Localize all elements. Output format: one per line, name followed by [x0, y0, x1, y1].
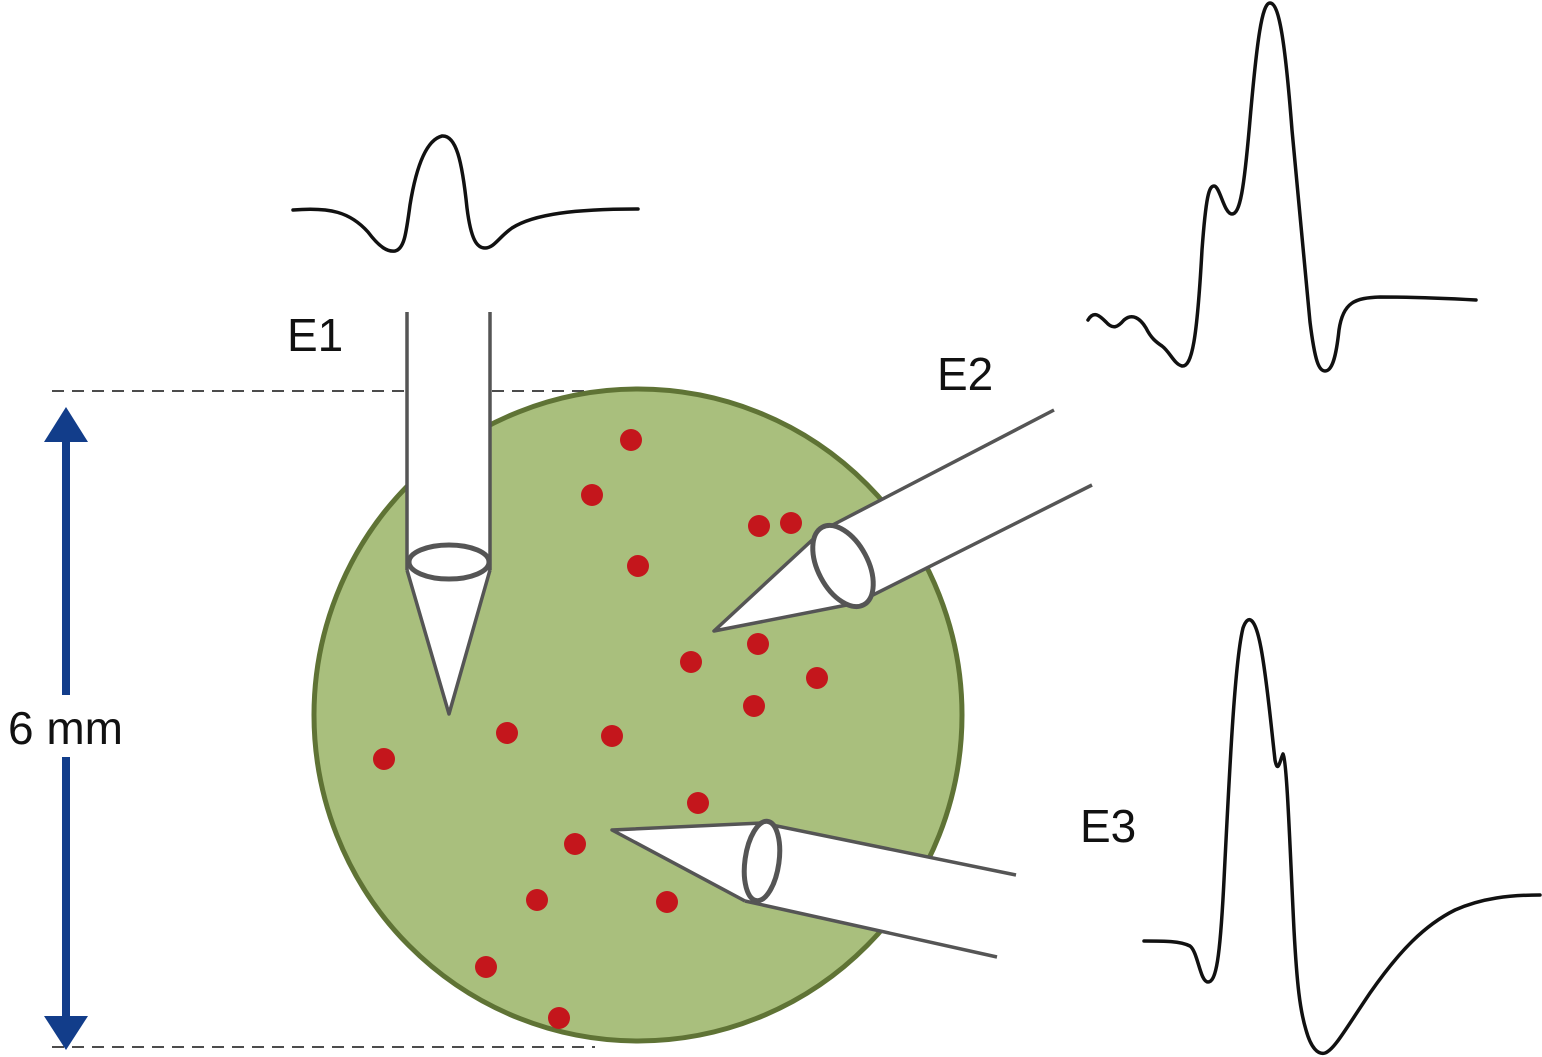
electrode-e2	[712, 408, 1093, 633]
electrode-e1	[405, 312, 492, 716]
neuron-dot	[620, 429, 642, 451]
neuron-dot	[581, 484, 603, 506]
neuron-dot	[475, 956, 497, 978]
neuron-dot	[548, 1007, 570, 1029]
neuron-dot	[743, 695, 765, 717]
neuron-dot	[496, 722, 518, 744]
electrode-label-e2: E2	[937, 348, 993, 400]
electrode-label-e1: E1	[287, 309, 343, 361]
neuron-dot	[656, 891, 678, 913]
scale-arrow	[44, 407, 88, 1050]
neuron-dot	[373, 748, 395, 770]
waveform-e1	[291, 134, 640, 253]
neuron-dot	[564, 833, 586, 855]
electrode-e3	[610, 818, 1017, 959]
scale-label: 6 mm	[8, 702, 123, 754]
neuron-dots	[373, 429, 828, 1029]
neuron-dot	[806, 667, 828, 689]
neuron-dot	[687, 792, 709, 814]
neuron-dot	[680, 651, 702, 673]
neuron-dot	[627, 555, 649, 577]
arrow-down-icon	[44, 1016, 88, 1050]
waveform-e2	[1086, 1, 1478, 373]
neuron-dot	[780, 512, 802, 534]
neuron-dot	[601, 725, 623, 747]
neuron-dot	[748, 515, 770, 537]
neuron-dot	[747, 633, 769, 655]
arrow-up-icon	[44, 407, 88, 442]
waveform-e3	[1142, 617, 1542, 1056]
neuron-dot	[526, 889, 548, 911]
electrode-label-e3: E3	[1080, 800, 1136, 852]
